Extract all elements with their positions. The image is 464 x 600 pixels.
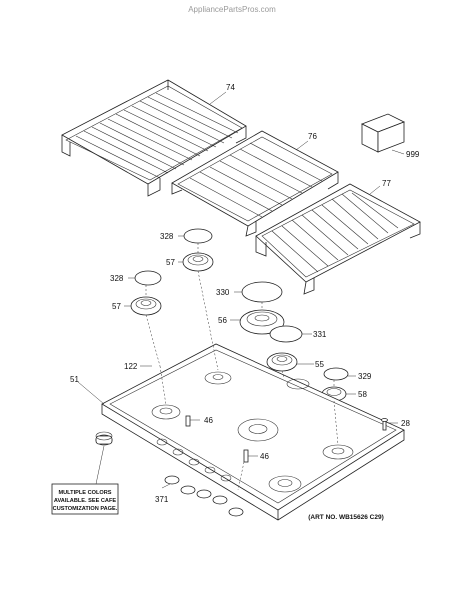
note-line-3: CUSTOMIZATION PAGE. — [53, 506, 118, 512]
burner-head-55[interactable] — [266, 352, 298, 372]
callout-46-lower: 46 — [260, 452, 269, 461]
burner-cap-330[interactable] — [241, 281, 283, 303]
color-note-box: MULTIPLE COLORS AVAILABLE. SEE CAFE CUST… — [51, 483, 119, 515]
burner-cap-328-top[interactable] — [183, 228, 213, 244]
callout-57-top: 57 — [166, 258, 175, 267]
burner-cap-331[interactable] — [269, 325, 303, 343]
callout-55: 55 — [315, 360, 324, 369]
callout-330: 330 — [216, 288, 230, 297]
packaging-box[interactable] — [361, 113, 405, 153]
callout-999: 999 — [406, 150, 420, 159]
grate-center[interactable] — [171, 130, 339, 237]
grate-right[interactable] — [255, 183, 421, 295]
screw-part-28[interactable] — [381, 418, 388, 431]
spark-electrode-lower[interactable] — [243, 449, 249, 463]
burner-head-56[interactable] — [239, 309, 285, 335]
burner-head-57-left[interactable] — [130, 296, 162, 316]
spark-electrode-upper[interactable] — [185, 415, 191, 427]
knob-bezels-371[interactable] — [164, 475, 244, 517]
burner-cap-328-left[interactable] — [134, 270, 162, 286]
note-line-2: AVAILABLE. SEE CAFE — [54, 498, 117, 504]
leader-lines — [77, 91, 405, 491]
art-number: (ART NO. WB15626 C29) — [308, 514, 384, 521]
callout-328-left: 328 — [110, 274, 124, 283]
callout-122: 122 — [124, 362, 138, 371]
callout-371: 371 — [155, 495, 169, 504]
grate-left[interactable] — [61, 79, 247, 197]
cooktop-main-top[interactable] — [101, 343, 405, 521]
burner-cap-329[interactable] — [323, 367, 349, 381]
watermark-text: AppliancePartsPros.com — [188, 5, 276, 14]
callout-28: 28 — [401, 419, 410, 428]
callout-56: 56 — [218, 316, 227, 325]
note-line-1: MULTIPLE COLORS — [58, 490, 111, 496]
control-knob[interactable] — [95, 431, 113, 446]
callout-328-top: 328 — [160, 232, 174, 241]
callout-58: 58 — [358, 390, 367, 399]
burner-head-57-top[interactable] — [182, 252, 214, 272]
callout-74: 74 — [226, 83, 235, 92]
callout-76: 76 — [308, 132, 317, 141]
callout-51: 51 — [70, 375, 79, 384]
callout-331: 331 — [313, 330, 327, 339]
callout-46-upper: 46 — [204, 416, 213, 425]
callout-57-left: 57 — [112, 302, 121, 311]
callout-329: 329 — [358, 372, 372, 381]
callout-77: 77 — [382, 179, 391, 188]
